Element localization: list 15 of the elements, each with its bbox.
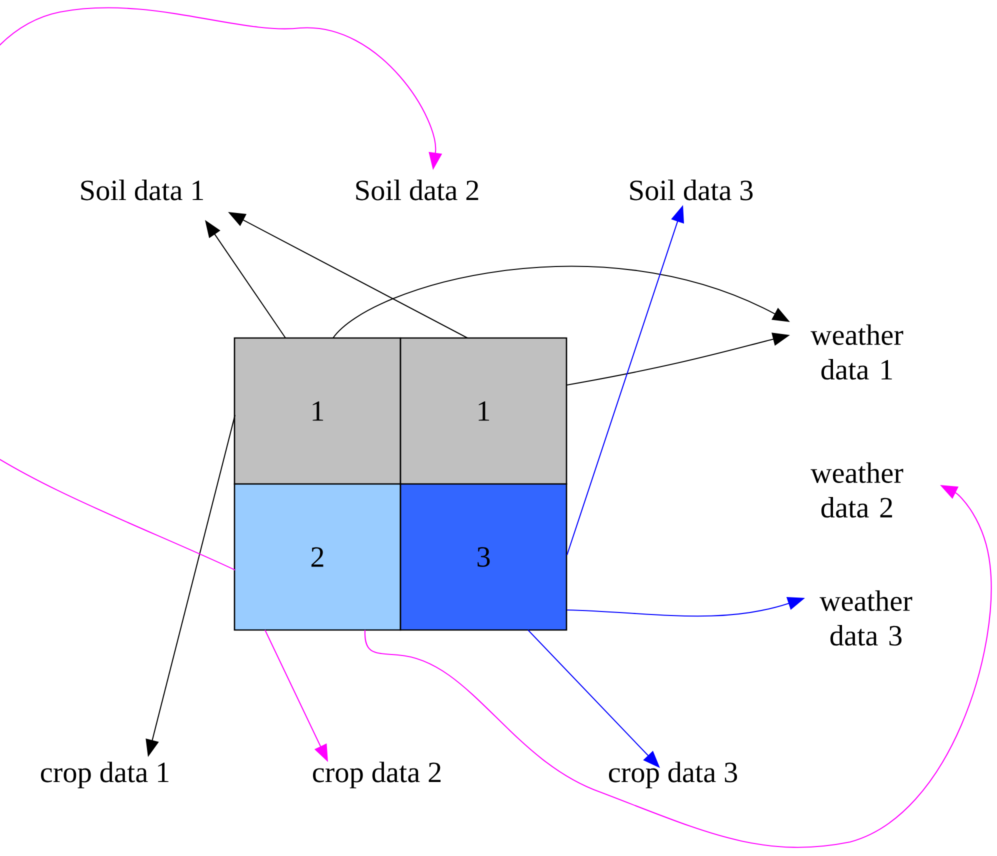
grid-cell: 2 bbox=[234, 483, 402, 631]
grid-cell: 1 bbox=[234, 337, 402, 485]
data-label: crop data 1 bbox=[40, 762, 168, 788]
data-label: Soil data 2 bbox=[356, 180, 478, 200]
data-label: weather data 2 bbox=[810, 462, 904, 518]
grid-cell: 1 bbox=[400, 337, 568, 485]
data-label: weather data 3 bbox=[820, 590, 912, 646]
data-label: weather data 1 bbox=[810, 324, 904, 380]
data-label: Soil data 3 bbox=[630, 180, 753, 200]
data-label: Soil data 1 bbox=[81, 180, 203, 200]
arrow bbox=[0, 7, 442, 570]
grid-cell: 3 bbox=[400, 483, 568, 631]
arrow bbox=[364, 485, 992, 848]
data-label: crop data 3 bbox=[608, 762, 738, 788]
data-label: crop data 2 bbox=[312, 762, 441, 788]
